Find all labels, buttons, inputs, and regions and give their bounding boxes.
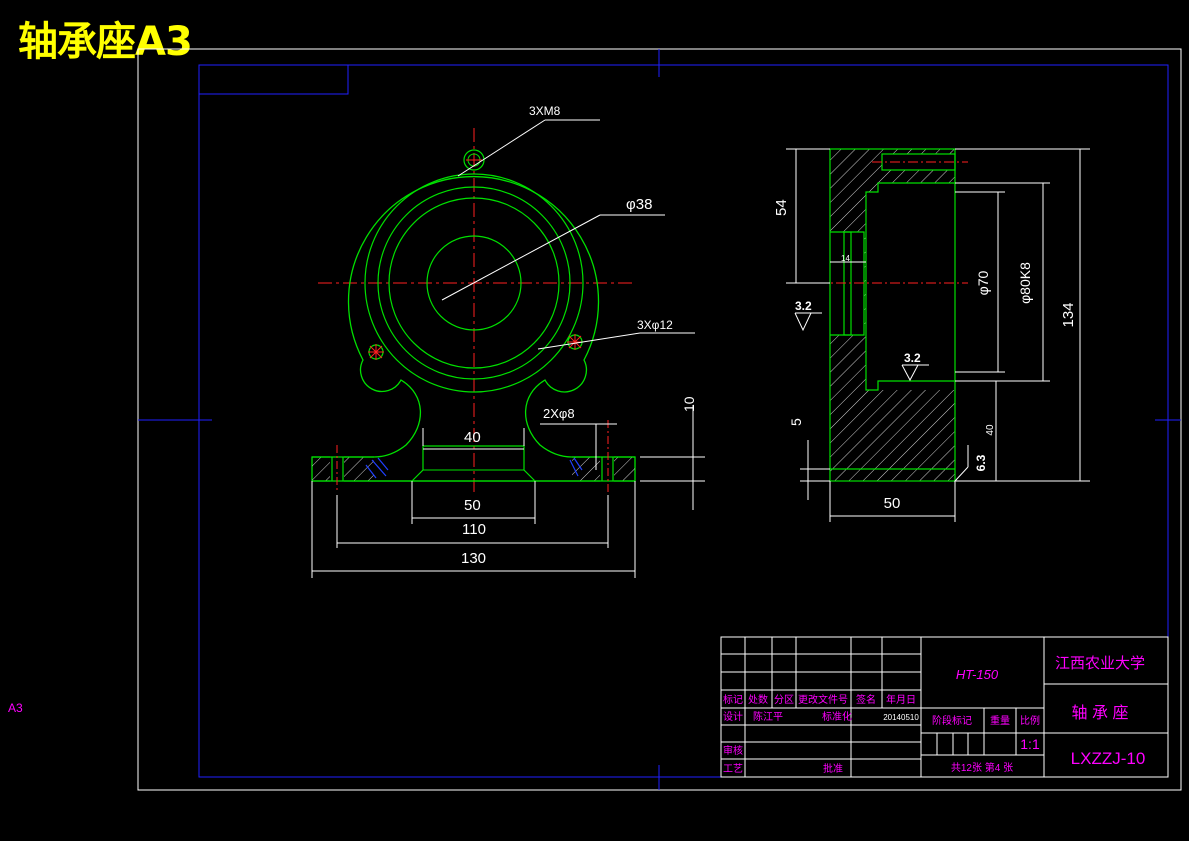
title-block: HT-150 江西农业大学 轴 承 座 LXZZJ-10 1:1 共12张 第4… <box>720 636 1169 778</box>
rough-6-3: 6.3 <box>974 454 988 471</box>
foot-hole-note: 2Xφ8 <box>543 406 575 421</box>
sheet-text: 共12张 第4 张 <box>951 761 1013 774</box>
inner-frame <box>198 64 1169 778</box>
dim-134: 134 <box>1060 302 1077 327</box>
lbl-stage: 阶段标记 <box>932 714 972 727</box>
bore-circle <box>426 235 522 331</box>
material-text: HT-150 <box>956 667 999 682</box>
lbl-scale: 比例 <box>1020 714 1040 727</box>
dim-54: 54 <box>773 199 790 216</box>
dim-phi80k8: φ80K8 <box>1017 262 1033 304</box>
base-recess <box>411 445 536 482</box>
dim-50-width: 50 <box>884 495 901 512</box>
inner-circle <box>388 197 560 369</box>
lbl-design: 设计 <box>723 710 743 723</box>
drawing-no-text: LXZZJ-10 <box>1071 749 1146 768</box>
rim-circle <box>364 173 584 393</box>
hdr-docno: 更改文件号 <box>798 693 848 706</box>
drawing-title: 轴承座A3 <box>18 19 193 65</box>
hdr-sign: 签名 <box>856 693 876 706</box>
date-text: 20140510 <box>883 713 919 722</box>
dim-40-side: 40 <box>985 424 996 436</box>
hdr-count: 处数 <box>748 693 768 706</box>
dim-14: 14 <box>841 254 850 263</box>
hole-note: 3Xφ12 <box>637 318 673 332</box>
corner-box <box>199 65 349 95</box>
rough-left: 3.2 <box>795 299 812 313</box>
front-view: 3XM8 φ38 3Xφ12 2Xφ8 40 50 110 130 10 <box>311 104 705 578</box>
front-centerlines <box>318 128 632 492</box>
dim-5: 5 <box>788 418 804 426</box>
designer-text: 陈江平 <box>753 710 783 723</box>
dim-130: 130 <box>461 550 486 567</box>
hdr-date: 年月日 <box>886 693 916 706</box>
screw-note: 3XM8 <box>529 104 561 118</box>
rough-bore: 3.2 <box>904 351 921 365</box>
lbl-weight: 重量 <box>990 714 1010 727</box>
hdr-mark: 标记 <box>723 694 743 706</box>
hdr-zone: 分区 <box>774 694 794 706</box>
lbl-review: 审核 <box>723 744 743 757</box>
school-text: 江西农业大学 <box>1055 655 1145 672</box>
scale-text: 1:1 <box>1020 736 1040 752</box>
tapped-hole <box>463 149 485 171</box>
side-view: 54 14 3.2 3.2 5 φ70 φ80K8 134 40 6.3 50 <box>773 148 1090 522</box>
part-name-text: 轴 承 座 <box>1072 704 1129 722</box>
lbl-approve: 批准 <box>823 762 843 775</box>
side-sheet-label: A3 <box>8 701 23 715</box>
housing-outline <box>311 175 636 482</box>
lbl-process: 工艺 <box>723 763 743 775</box>
bolt-circle <box>377 186 571 380</box>
dim-50: 50 <box>464 497 481 514</box>
bore-dia-label: φ38 <box>626 196 652 213</box>
centering-marks <box>138 49 1181 790</box>
outer-border <box>137 48 1182 791</box>
lbl-standard: 标准化 <box>822 710 852 723</box>
dim-phi70: φ70 <box>975 270 991 295</box>
dim-110: 110 <box>462 521 486 538</box>
dim-40: 40 <box>464 429 481 446</box>
dim-10: 10 <box>681 396 697 412</box>
